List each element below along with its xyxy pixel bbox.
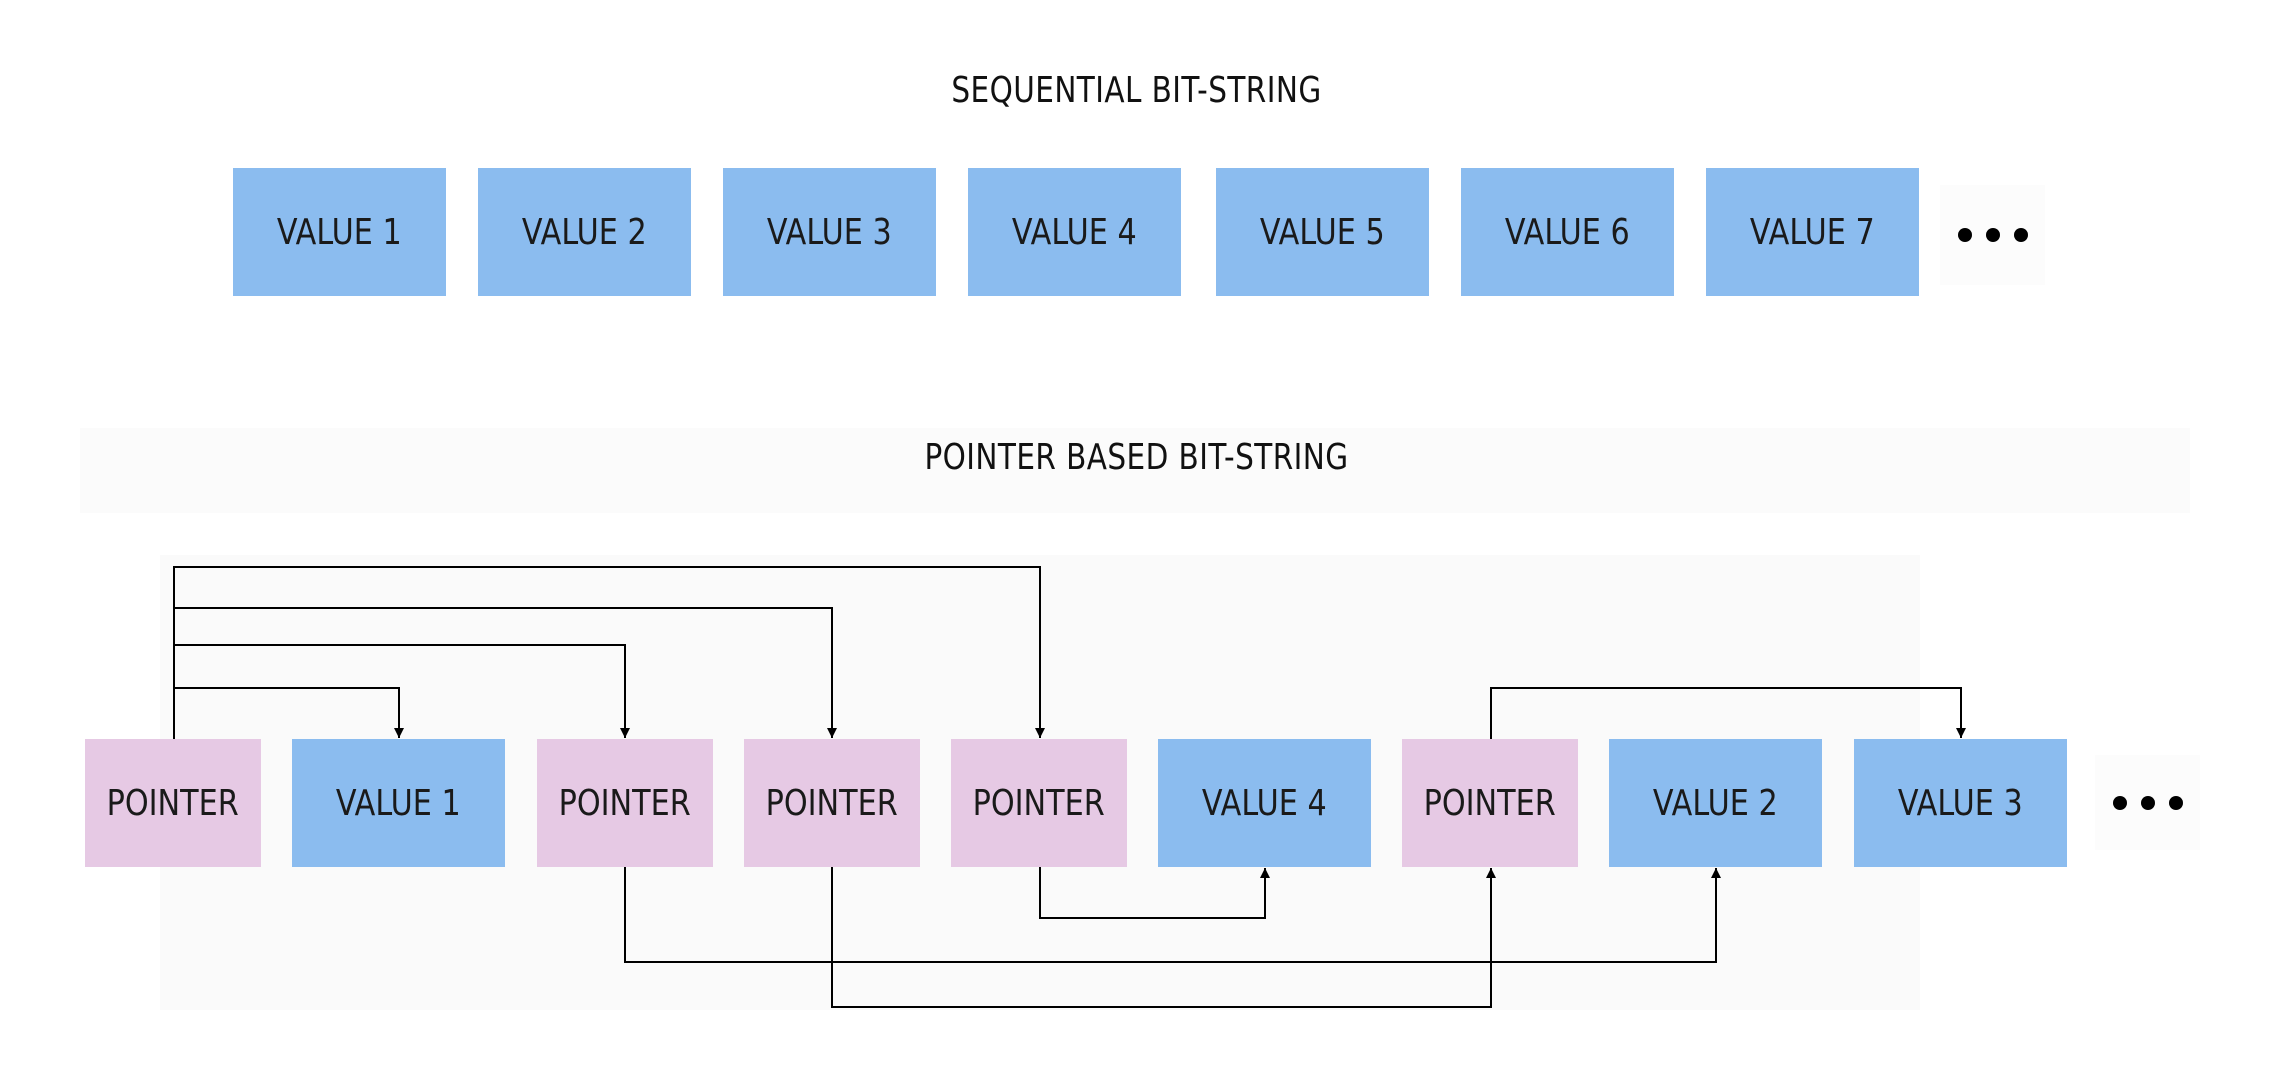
seq-ellipsis-icon xyxy=(1940,185,2045,285)
ptr-cell-3-label: POINTER xyxy=(558,782,692,824)
seq-value-6-label: VALUE 6 xyxy=(1505,211,1630,253)
ptr-cell-7: POINTER xyxy=(1402,739,1578,867)
ptr-cell-2: VALUE 1 xyxy=(292,739,505,867)
ptr-cell-8: VALUE 2 xyxy=(1609,739,1822,867)
seq-value-4: VALUE 4 xyxy=(968,168,1181,296)
ptr-cell-3: POINTER xyxy=(537,739,713,867)
seq-value-1-label: VALUE 1 xyxy=(277,211,402,253)
ptr-cell-5: POINTER xyxy=(951,739,1127,867)
ptr-cell-4: POINTER xyxy=(744,739,920,867)
pointer-1-to-value-1-arrow xyxy=(174,687,404,738)
ptr-ellipsis-icon xyxy=(2095,755,2200,850)
ptr-cell-9-label: VALUE 3 xyxy=(1898,782,2023,824)
seq-value-6: VALUE 6 xyxy=(1461,168,1674,296)
seq-value-7-label: VALUE 7 xyxy=(1750,211,1875,253)
seq-value-7: VALUE 7 xyxy=(1706,168,1919,296)
seq-value-2: VALUE 2 xyxy=(478,168,691,296)
seq-value-2-label: VALUE 2 xyxy=(522,211,647,253)
pointer-1-to-pointer-4-arrow xyxy=(174,607,837,738)
pointer-5-to-value-4-arrow xyxy=(1039,867,1270,919)
pointer-title: POINTER BASED BIT-STRING xyxy=(924,437,1349,478)
ptr-cell-4-label: POINTER xyxy=(765,782,899,824)
seq-value-1: VALUE 1 xyxy=(233,168,446,296)
sequential-title: SEQUENTIAL BIT-STRING xyxy=(951,70,1322,111)
pointer-title-band xyxy=(80,428,2190,513)
pointer-3-to-value-2-arrow xyxy=(624,867,1721,963)
seq-value-5: VALUE 5 xyxy=(1216,168,1429,296)
seq-value-3-label: VALUE 3 xyxy=(767,211,892,253)
ptr-cell-6-label: VALUE 4 xyxy=(1202,782,1327,824)
ptr-cell-7-label: POINTER xyxy=(1423,782,1557,824)
seq-value-5-label: VALUE 5 xyxy=(1260,211,1385,253)
ptr-cell-5-label: POINTER xyxy=(972,782,1106,824)
pointer-7-to-value-3-arrow xyxy=(1490,687,1966,739)
seq-value-3: VALUE 3 xyxy=(723,168,936,296)
pointer-1-to-pointer-5-arrow xyxy=(173,566,1045,739)
ptr-cell-1-label: POINTER xyxy=(106,782,240,824)
seq-value-4-label: VALUE 4 xyxy=(1012,211,1137,253)
pointer-4-to-pointer-7-arrow xyxy=(831,867,1496,1008)
pointer-1-to-pointer-3-arrow xyxy=(174,644,630,738)
ptr-cell-8-label: VALUE 2 xyxy=(1653,782,1778,824)
ptr-cell-9: VALUE 3 xyxy=(1854,739,2067,867)
ptr-cell-6: VALUE 4 xyxy=(1158,739,1371,867)
ptr-cell-1: POINTER xyxy=(85,739,261,867)
ptr-cell-2-label: VALUE 1 xyxy=(336,782,461,824)
